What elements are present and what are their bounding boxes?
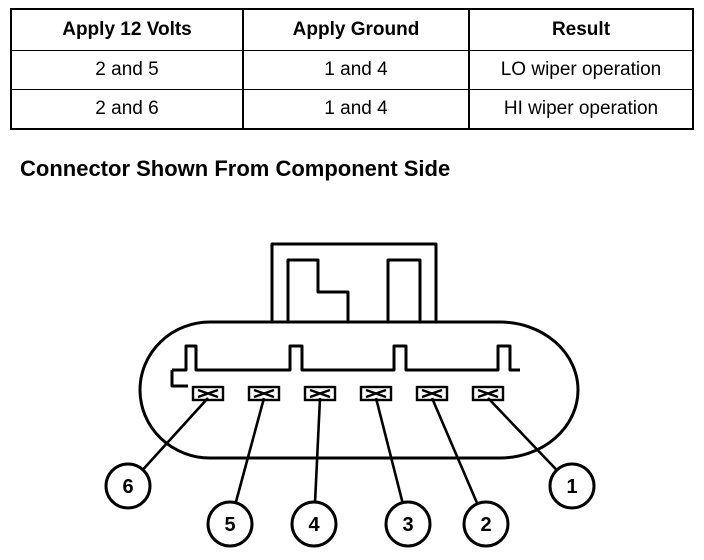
table-header-row: Apply 12 Volts Apply Ground Result (11, 8, 693, 51)
leader-line-4 (313, 397, 322, 503)
callout-4: 4 (290, 500, 338, 548)
header-result: Result (468, 8, 693, 51)
cell-volts: 2 and 5 (11, 50, 243, 90)
leader-line-1 (487, 397, 558, 471)
diagram-title: Connector Shown From Component Side (20, 156, 451, 181)
cell-result: HI wiper operation (468, 89, 693, 129)
callout-3: 3 (384, 500, 432, 548)
header-apply-12-volts: Apply 12 Volts (11, 8, 243, 51)
connector-lock-tab (270, 242, 438, 322)
cell-volts: 2 and 6 (11, 89, 243, 129)
cell-result: LO wiper operation (468, 50, 693, 90)
cell-ground: 1 and 4 (242, 89, 469, 129)
callout-5: 5 (206, 500, 254, 548)
table-row: 2 and 6 1 and 4 HI wiper operation (11, 89, 693, 129)
leader-line-2 (430, 397, 479, 505)
callout-6: 6 (104, 462, 152, 510)
leader-line-6 (141, 397, 209, 471)
callout-1: 1 (548, 462, 596, 510)
connector-lock-inner (286, 258, 422, 322)
callout-number: 3 (402, 514, 413, 536)
leader-line-3 (374, 397, 404, 503)
callout-number: 2 (480, 514, 491, 536)
table-row: 2 and 5 1 and 4 LO wiper operation (11, 50, 693, 90)
cell-ground: 1 and 4 (242, 50, 469, 90)
header-apply-ground: Apply Ground (242, 8, 469, 51)
callout-2: 2 (462, 500, 510, 548)
connector-inner-rib (172, 344, 520, 372)
terminal-pin-6 (191, 385, 225, 402)
leader-line-5 (234, 397, 266, 504)
connector-side-key (170, 370, 188, 388)
terminal-pin-1 (471, 385, 505, 402)
wiper-test-table: Apply 12 Volts Apply Ground Result 2 and… (10, 8, 694, 130)
callout-number: 4 (308, 514, 320, 536)
connector-body (138, 320, 580, 460)
callout-number: 5 (224, 514, 235, 536)
callout-number: 1 (566, 476, 577, 498)
callout-number: 6 (122, 476, 133, 498)
